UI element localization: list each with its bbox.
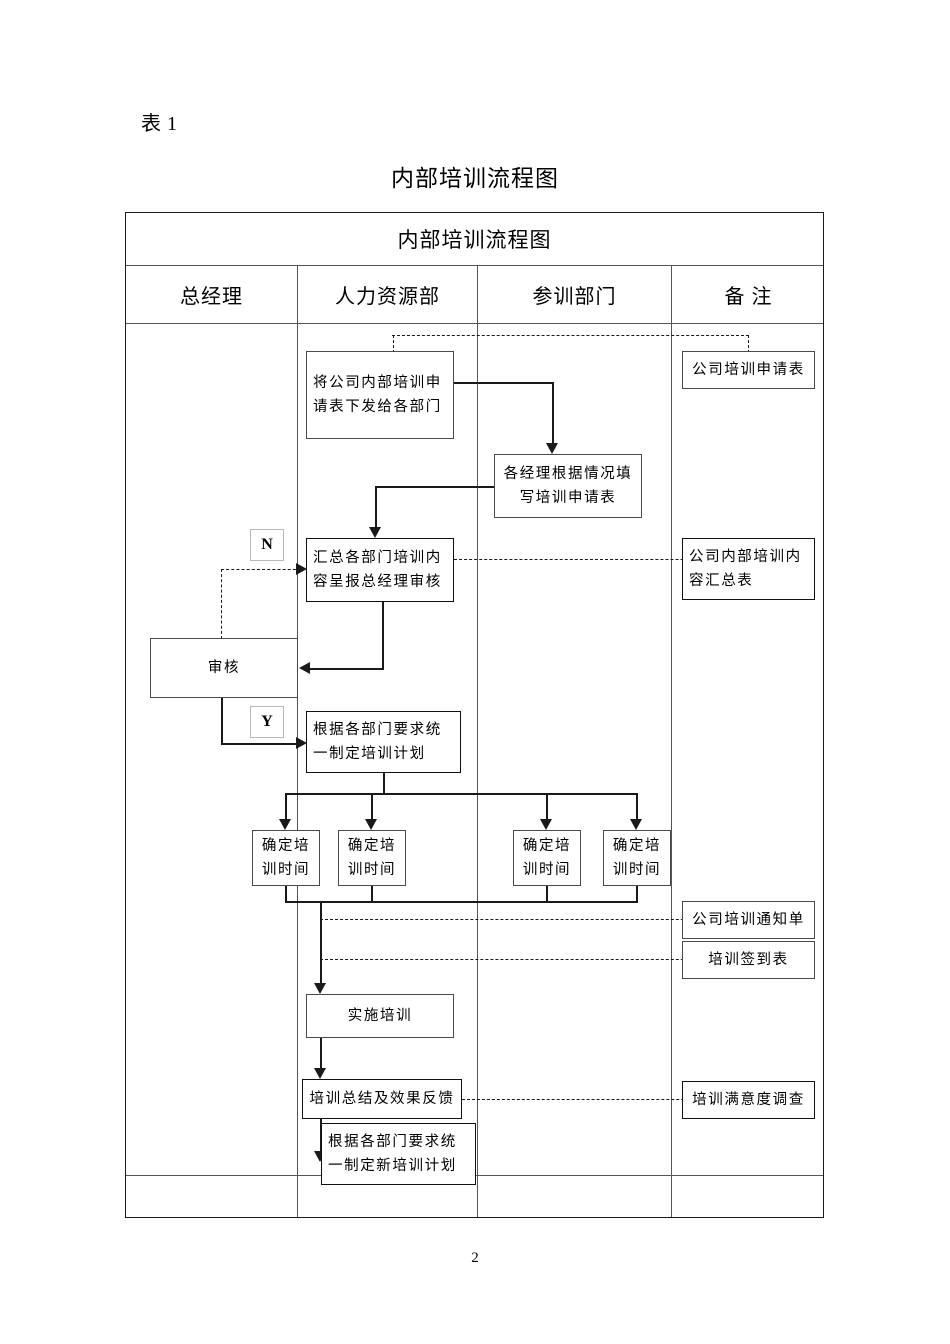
arrow-to-review <box>299 662 310 674</box>
dash-review-up <box>221 569 222 639</box>
node-set-time-4[interactable]: 确定培训时间 <box>603 830 671 886</box>
line-merge-3 <box>546 886 548 903</box>
column-divider-2 <box>477 324 478 1217</box>
line-branch-2 <box>371 793 373 821</box>
node-managers-fill[interactable]: 各经理根据情况填写培训申请表 <box>494 454 642 518</box>
arrow-yes-branch <box>296 737 307 749</box>
arrow-to-managers-fill <box>546 443 558 454</box>
node-make-plan[interactable]: 根据各部门要求统一制定培训计划 <box>306 711 461 773</box>
decision-tag-no: N <box>250 529 284 561</box>
column-divider-1 <box>297 324 298 1217</box>
line-down-to-managers <box>552 382 554 445</box>
column-header-hr: 人力资源部 <box>297 266 477 323</box>
line-collect-to-review <box>309 668 384 670</box>
node-conduct-training[interactable]: 实施培训 <box>306 994 454 1038</box>
column-divider-3 <box>671 324 672 1217</box>
line-collect-down <box>382 602 384 670</box>
node-set-time-3[interactable]: 确定培训时间 <box>513 830 581 886</box>
remark-box-signin[interactable]: 培训签到表 <box>682 941 815 979</box>
line-branch-3 <box>546 793 548 821</box>
document-title: 内部培训流程图 <box>391 166 559 191</box>
arrow-to-collect-submit <box>369 527 381 538</box>
line-training-down <box>320 1038 322 1070</box>
arrow-to-new-plan <box>314 1151 326 1162</box>
arrow-to-set-time-1 <box>279 819 291 830</box>
decision-tag-yes: Y <box>250 706 284 738</box>
arrow-no-branch <box>296 563 307 575</box>
arrow-to-set-time-4 <box>630 819 642 830</box>
table-title: 内部培训流程图 <box>126 213 823 266</box>
line-branch-4 <box>636 793 638 821</box>
arrow-to-set-time-3 <box>540 819 552 830</box>
dash-to-remark-notice <box>320 919 749 920</box>
dash-collect-to-remark <box>454 559 749 560</box>
node-review[interactable]: 审核 <box>150 638 298 698</box>
node-set-time-1[interactable]: 确定培训时间 <box>252 830 320 886</box>
line-merge-2 <box>371 886 373 903</box>
line-managers-down <box>375 486 377 531</box>
dash-review-to-collect <box>221 569 301 570</box>
node-set-time-2[interactable]: 确定培训时间 <box>338 830 406 886</box>
dash-to-remark-signin <box>320 959 749 960</box>
dash-summary-to-survey <box>462 1099 749 1100</box>
remark-box-survey[interactable]: 培训满意度调查 <box>682 1081 815 1119</box>
arrow-to-set-time-2 <box>365 819 377 830</box>
line-plan-down <box>383 773 385 795</box>
arrow-to-summary <box>314 1068 326 1079</box>
line-plan-fanout-bus <box>285 793 638 795</box>
line-merge-4 <box>636 886 638 903</box>
line-merge-1 <box>285 886 287 903</box>
line-review-down <box>221 698 223 745</box>
remark-box-notice[interactable]: 公司培训通知单 <box>682 901 815 939</box>
dash-issueform-to-remark <box>392 335 749 336</box>
page-number: 2 <box>471 1250 479 1266</box>
flowchart-table: 内部培训流程图 总经理 人力资源部 参训部门 备 注 将公司内部培训申请表下发给… <box>125 212 824 1218</box>
dash-issueform-up <box>393 335 394 353</box>
remark-box-apply-form[interactable]: 公司培训申请表 <box>682 351 815 389</box>
line-merge-bus <box>285 901 638 903</box>
table-header-row: 总经理 人力资源部 参训部门 备 注 <box>126 266 823 324</box>
line-issueform-right <box>454 382 554 384</box>
column-header-remark: 备 注 <box>671 266 825 323</box>
column-header-dept: 参训部门 <box>477 266 671 323</box>
node-collect-submit[interactable]: 汇总各部门培训内容呈报总经理审核 <box>306 538 454 602</box>
line-review-to-plan <box>221 743 301 745</box>
arrow-to-conduct-training <box>314 983 326 994</box>
node-summary-feedback[interactable]: 培训总结及效果反馈 <box>302 1079 462 1119</box>
node-new-plan[interactable]: 根据各部门要求统一制定新培训计划 <box>321 1123 476 1185</box>
line-managers-left <box>375 486 496 488</box>
node-issue-form[interactable]: 将公司内部培训申请表下发给各部门 <box>306 351 454 439</box>
line-merge-down <box>320 901 322 985</box>
table-label: 表 1 <box>141 113 178 135</box>
dash-remark-applyform-down <box>748 335 749 353</box>
column-header-gm: 总经理 <box>180 286 243 308</box>
remark-box-summary[interactable]: 公司内部培训内容汇总表 <box>682 538 815 600</box>
line-branch-1 <box>285 793 287 821</box>
